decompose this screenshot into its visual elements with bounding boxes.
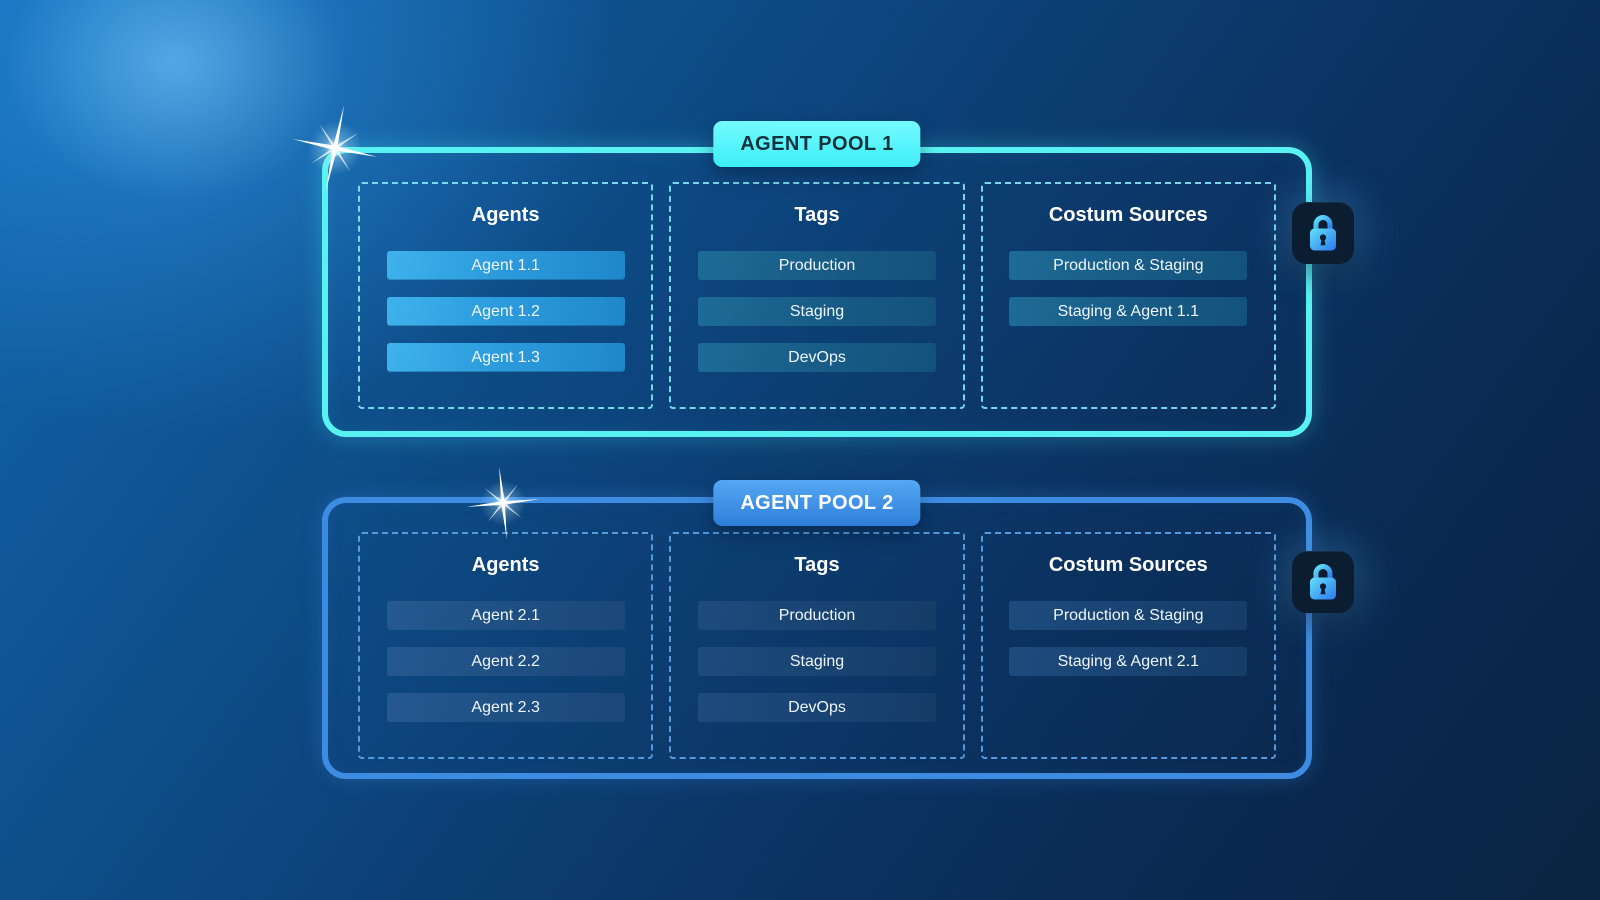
agent-chip: Agent 2.1 xyxy=(386,601,625,630)
source-chip: Production & Staging xyxy=(1009,601,1248,630)
section-title: Costum Sources xyxy=(1048,204,1208,226)
pool-1-custom-sources-section: Costum Sources Production & Staging Stag… xyxy=(980,182,1276,409)
section-title: Agents xyxy=(471,204,540,226)
agent-chip: Agent 1.3 xyxy=(386,343,625,372)
agent-chip: Agent 2.3 xyxy=(386,693,625,722)
section-title: Tags xyxy=(794,554,840,576)
lock-icon xyxy=(1292,551,1354,613)
agent-pool-2: AGENT POOL 2 Agents Agent 2.1 Agent 2.2 … xyxy=(322,480,1312,779)
pool-1-agents-section: Agents Agent 1.1 Agent 1.2 Agent 1.3 xyxy=(358,182,654,409)
section-title: Agents xyxy=(471,554,540,576)
source-chip: Staging & Agent 2.1 xyxy=(1009,647,1248,676)
source-chip: Production & Staging xyxy=(1009,251,1248,280)
tag-chip: Staging xyxy=(697,647,936,676)
lock-icon xyxy=(1292,202,1354,264)
agent-pool-1-badge: AGENT POOL 1 xyxy=(713,121,921,167)
pool-2-tags-section: Tags Production Staging DevOps xyxy=(669,532,965,759)
section-title: Tags xyxy=(794,204,840,226)
pool-2-custom-sources-section: Costum Sources Production & Staging Stag… xyxy=(980,532,1276,759)
tag-chip: Production xyxy=(697,251,936,280)
tag-chip: Production xyxy=(697,601,936,630)
agent-chip: Agent 2.2 xyxy=(386,647,625,676)
tag-chip: DevOps xyxy=(697,693,936,722)
agent-pool-1: AGENT POOL 1 Agents Agent 1.1 Agent 1.2 … xyxy=(322,121,1312,437)
pool-1-tags-section: Tags Production Staging DevOps xyxy=(669,182,965,409)
source-chip: Staging & Agent 1.1 xyxy=(1009,297,1248,326)
tag-chip: DevOps xyxy=(697,343,936,372)
agent-chip: Agent 1.2 xyxy=(386,297,625,326)
pool-2-agents-section: Agents Agent 2.1 Agent 2.2 Agent 2.3 xyxy=(358,532,654,759)
section-title: Costum Sources xyxy=(1048,554,1208,576)
agent-pool-2-badge: AGENT POOL 2 xyxy=(713,480,921,526)
tag-chip: Staging xyxy=(697,297,936,326)
agent-chip: Agent 1.1 xyxy=(386,251,625,280)
agent-pool-2-sections: Agents Agent 2.1 Agent 2.2 Agent 2.3 Tag… xyxy=(328,532,1306,759)
agent-pool-1-sections: Agents Agent 1.1 Agent 1.2 Agent 1.3 Tag… xyxy=(328,182,1306,409)
